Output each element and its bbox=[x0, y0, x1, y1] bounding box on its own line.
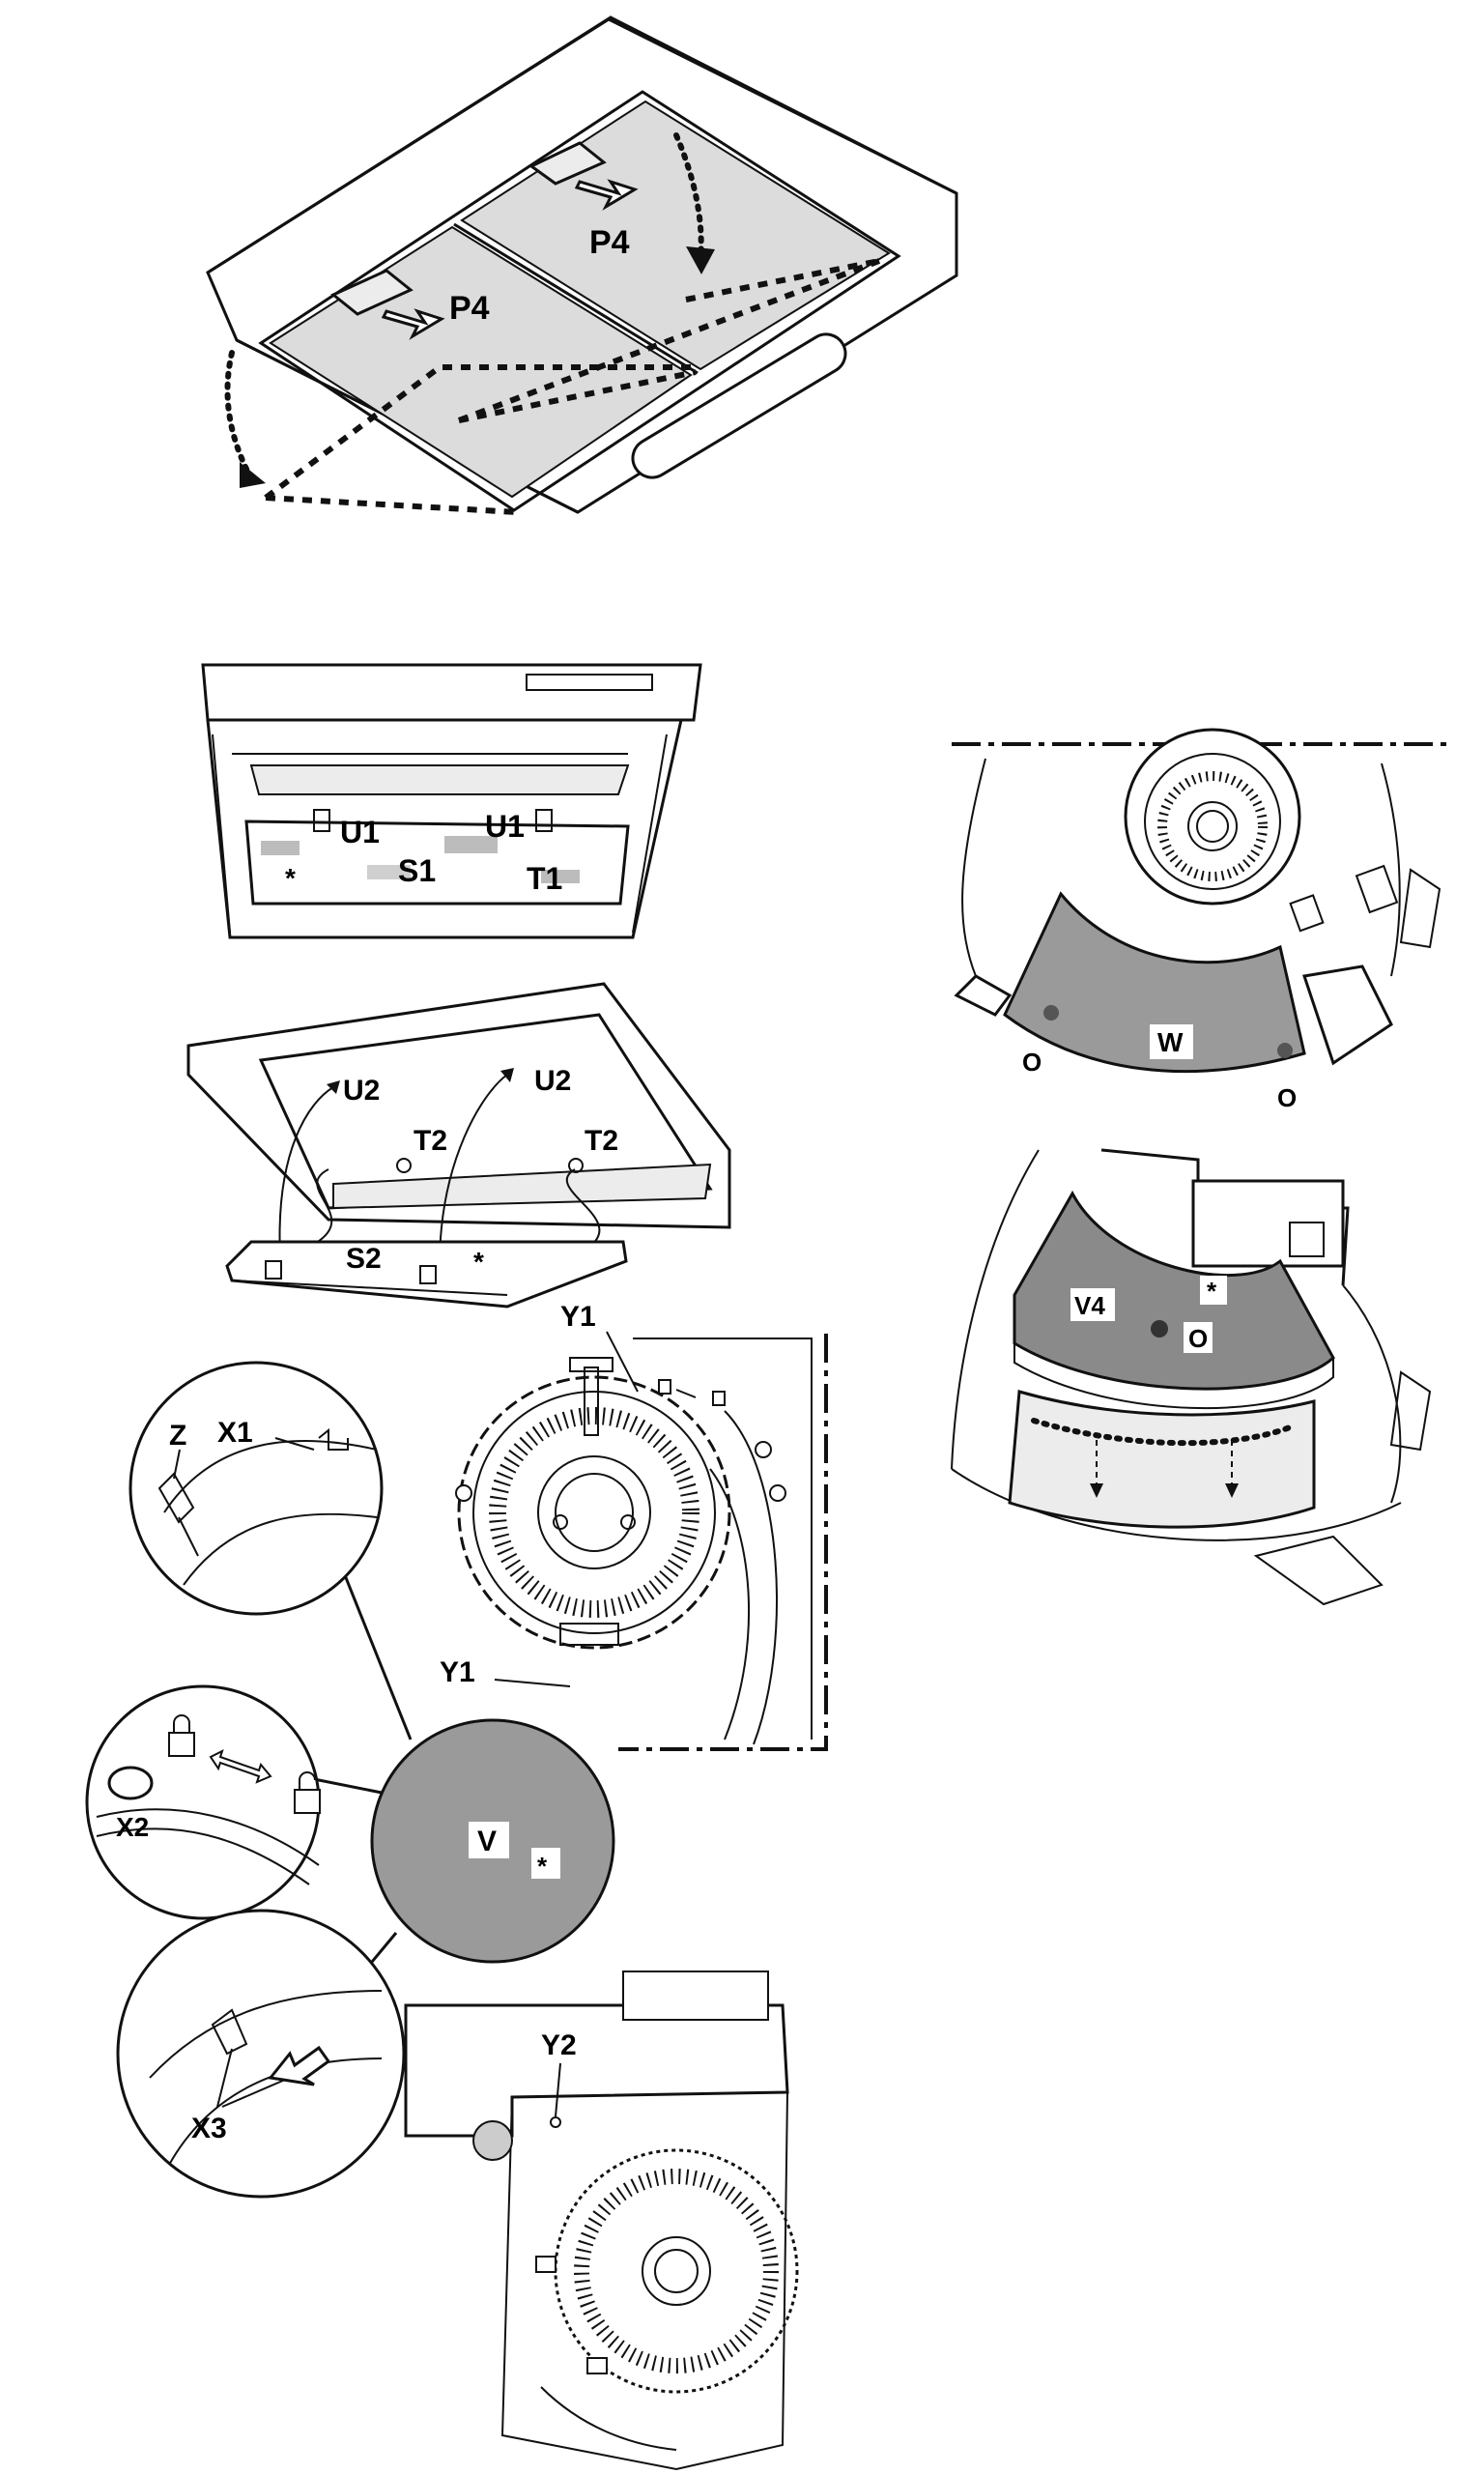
cover-disk-v: V * bbox=[370, 1718, 615, 1964]
label-z: Z bbox=[169, 1420, 186, 1452]
label-o-right: O bbox=[1277, 1083, 1297, 1112]
lock-open-icon bbox=[294, 1771, 321, 1814]
hood-front-panel-figure: U1 U1 S1 T1 * bbox=[201, 663, 702, 939]
label-s1: S1 bbox=[398, 853, 436, 888]
detail-circle-x2: X2 bbox=[85, 1684, 321, 1920]
label-star-s2: * bbox=[473, 1247, 484, 1277]
label-o-left: O bbox=[1022, 1048, 1042, 1077]
label-w: W bbox=[1157, 1027, 1184, 1057]
detail-circle-z-x1: Z X1 bbox=[128, 1361, 384, 1616]
label-star-v: * bbox=[537, 1852, 548, 1881]
label-u1-right: U1 bbox=[485, 809, 525, 844]
label-x2: X2 bbox=[116, 1812, 149, 1842]
label-p4-right: P4 bbox=[589, 224, 630, 261]
label-t2-left: T2 bbox=[414, 1125, 447, 1157]
label-t1: T1 bbox=[527, 861, 562, 896]
lock-closed-icon bbox=[168, 1714, 195, 1757]
label-s2: S2 bbox=[346, 1243, 382, 1275]
label-y1-bottom: Y1 bbox=[440, 1656, 475, 1688]
label-o-v4: O bbox=[1188, 1324, 1208, 1353]
label-u2-right: U2 bbox=[534, 1065, 571, 1097]
label-x3: X3 bbox=[191, 2113, 227, 2144]
label-x1: X1 bbox=[217, 1417, 253, 1449]
filter-latch-left bbox=[330, 269, 445, 340]
label-star-s1: * bbox=[285, 863, 296, 893]
hood-filter-removal-figure: P4 P4 bbox=[206, 15, 958, 515]
hood-panel-hinge-figure: U2 U2 T2 T2 S2 * bbox=[186, 982, 731, 1309]
label-y2: Y2 bbox=[541, 2029, 577, 2061]
motor-cover-w-figure: W O O bbox=[952, 728, 1449, 1112]
filter-latch-right bbox=[528, 141, 639, 211]
label-u1-left: U1 bbox=[340, 815, 380, 849]
label-star-v4: * bbox=[1207, 1277, 1217, 1306]
label-p4-left: P4 bbox=[449, 290, 490, 327]
double-arrow-icon bbox=[209, 1749, 272, 1784]
motor-block-v4-figure: V4 O * bbox=[951, 1148, 1432, 1606]
label-t2-right: T2 bbox=[585, 1125, 618, 1157]
label-y1-top: Y1 bbox=[560, 1301, 596, 1333]
push-arrow-icon bbox=[268, 2045, 331, 2086]
label-u2-left: U2 bbox=[343, 1075, 380, 1107]
blower-ring-y1-figure: Y1 Y1 Z X1 bbox=[85, 1301, 828, 2199]
label-v: V bbox=[477, 1826, 497, 1857]
detail-circle-x3: X3 bbox=[116, 1909, 406, 2199]
label-v4: V4 bbox=[1074, 1291, 1105, 1320]
blower-housing-y2-figure: Y2 bbox=[404, 1971, 799, 2471]
